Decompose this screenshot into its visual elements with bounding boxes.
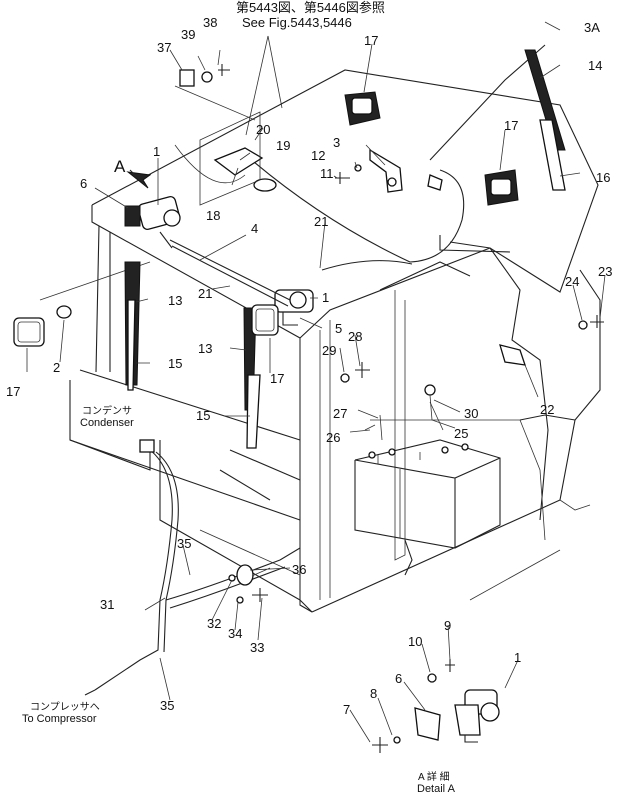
callout-20: 20 bbox=[256, 122, 270, 137]
callout-25: 25 bbox=[454, 426, 468, 441]
callout-1-right-motor: 1 bbox=[322, 290, 329, 305]
callout-23: 23 bbox=[598, 264, 612, 279]
callout-15-left: 15 bbox=[168, 356, 182, 371]
callout-4: 4 bbox=[251, 221, 258, 236]
callout-36: 36 bbox=[292, 562, 306, 577]
callout-22: 22 bbox=[540, 402, 554, 417]
callout-17-top-lamp: 17 bbox=[364, 33, 378, 48]
callout-17-rear-lamp: 17 bbox=[504, 118, 518, 133]
header-leader-lines bbox=[245, 35, 283, 136]
callout-21-upper: 21 bbox=[314, 214, 328, 229]
callout-29: 29 bbox=[322, 343, 336, 358]
callout-2: 2 bbox=[53, 360, 60, 375]
callout-3: 3 bbox=[333, 135, 340, 150]
callout-35-upper: 35 bbox=[177, 536, 191, 551]
callout-6: 6 bbox=[80, 176, 87, 191]
wiper-arm-rear bbox=[524, 49, 566, 191]
callout-1-detail: 1 bbox=[514, 650, 521, 665]
callout-28: 28 bbox=[348, 329, 362, 344]
callout-7: 7 bbox=[343, 702, 350, 717]
header-reference-jp: 第5443図、第5446図参照 bbox=[236, 0, 385, 15]
detail-a-label-en: Detail A bbox=[417, 783, 456, 795]
bracket-assemblies bbox=[174, 64, 443, 206]
callout-26: 26 bbox=[326, 430, 340, 445]
callout-leaders bbox=[26, 21, 606, 743]
battery-bank bbox=[354, 439, 501, 576]
callout-33: 33 bbox=[250, 640, 264, 655]
callout-19: 19 bbox=[276, 138, 290, 153]
callout-16: 16 bbox=[596, 170, 610, 185]
compressor-label-en: To Compressor bbox=[22, 713, 97, 725]
wiper-arms-left bbox=[124, 261, 261, 449]
callout-18: 18 bbox=[206, 208, 220, 223]
callout-21-lower: 21 bbox=[198, 286, 212, 301]
callout-12: 12 bbox=[311, 148, 325, 163]
view-arrow-label: A bbox=[114, 157, 126, 176]
callout-11: 11 bbox=[320, 166, 334, 181]
callout-5: 5 bbox=[335, 321, 342, 336]
callout-1: 1 bbox=[153, 144, 160, 159]
callout-34: 34 bbox=[228, 626, 242, 641]
wiper-link-and-cables bbox=[39, 44, 546, 307]
callout-13-left: 13 bbox=[168, 293, 182, 308]
callout-27: 27 bbox=[333, 406, 347, 421]
callout-30: 30 bbox=[464, 406, 478, 421]
callout-13-right: 13 bbox=[198, 341, 212, 356]
callout-15-right: 15 bbox=[196, 408, 210, 423]
callout-6-detail: 6 bbox=[395, 671, 402, 686]
callout-numbers: 1 1 1 2 3 3A 4 5 6 6 7 8 9 10 11 12 13 1… bbox=[6, 15, 612, 717]
callout-17-left-lamp: 17 bbox=[6, 384, 20, 399]
view-arrow-a: A bbox=[114, 157, 152, 189]
fasteners bbox=[335, 164, 604, 441]
ac-hoses bbox=[84, 439, 301, 696]
callout-37: 37 bbox=[157, 40, 171, 55]
cab-body bbox=[69, 69, 601, 613]
callout-10: 10 bbox=[408, 634, 422, 649]
header-reference-en: See Fig.5443,5446 bbox=[242, 15, 352, 30]
wiper-motor-right bbox=[274, 289, 314, 326]
callout-39: 39 bbox=[181, 27, 195, 42]
callout-14: 14 bbox=[588, 58, 602, 73]
callout-17-front-lamp: 17 bbox=[270, 371, 284, 386]
work-lamps bbox=[13, 91, 519, 347]
detail-a-label-jp: A 詳 細 bbox=[418, 770, 450, 783]
callout-3a: 3A bbox=[584, 20, 600, 35]
compressor-label-jp: コンプレッサへ bbox=[30, 701, 100, 713]
condenser-label-jp: コンデンサ bbox=[82, 404, 132, 417]
callout-38: 38 bbox=[203, 15, 217, 30]
callout-31: 31 bbox=[100, 597, 114, 612]
callout-9: 9 bbox=[444, 618, 451, 633]
condenser-label-en: Condenser bbox=[80, 417, 134, 429]
callout-8: 8 bbox=[370, 686, 377, 701]
callout-32: 32 bbox=[207, 616, 221, 631]
callout-24: 24 bbox=[565, 274, 579, 289]
detail-a-drawing bbox=[372, 659, 500, 753]
wiper-motor-left bbox=[124, 195, 181, 249]
captions: コンデンサ Condenser コンプレッサへ To Compressor A … bbox=[22, 404, 456, 795]
callout-35-lower: 35 bbox=[160, 698, 174, 713]
